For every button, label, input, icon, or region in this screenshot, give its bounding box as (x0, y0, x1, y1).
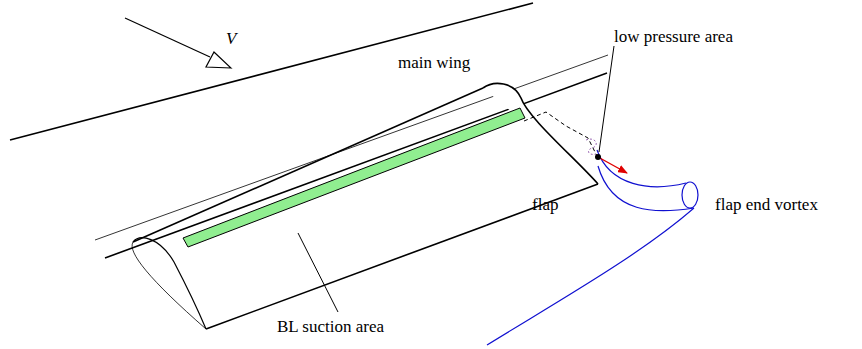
flap-body (132, 83, 598, 329)
main-wing-edge (10, 3, 533, 140)
callout-label: low pressure area (612, 28, 735, 45)
flow-arrow (125, 18, 231, 68)
vector-label: V (226, 30, 236, 47)
flow-arrow (598, 157, 627, 173)
part-label: flap (532, 196, 558, 213)
suction-strip (183, 108, 525, 247)
leader-line (599, 46, 614, 152)
flap-end-vortex (487, 150, 698, 345)
vortex-core (586, 139, 596, 154)
low-pressure-point (595, 154, 601, 160)
dashed-edge (524, 112, 597, 156)
leader-line (298, 233, 338, 312)
callout-label: BL suction area (275, 318, 386, 335)
main-wing-trailing-edge (105, 73, 607, 258)
part-label: main wing (398, 54, 470, 71)
callout-label: flap end vortex (715, 196, 818, 213)
main-wing-edge (95, 55, 608, 240)
